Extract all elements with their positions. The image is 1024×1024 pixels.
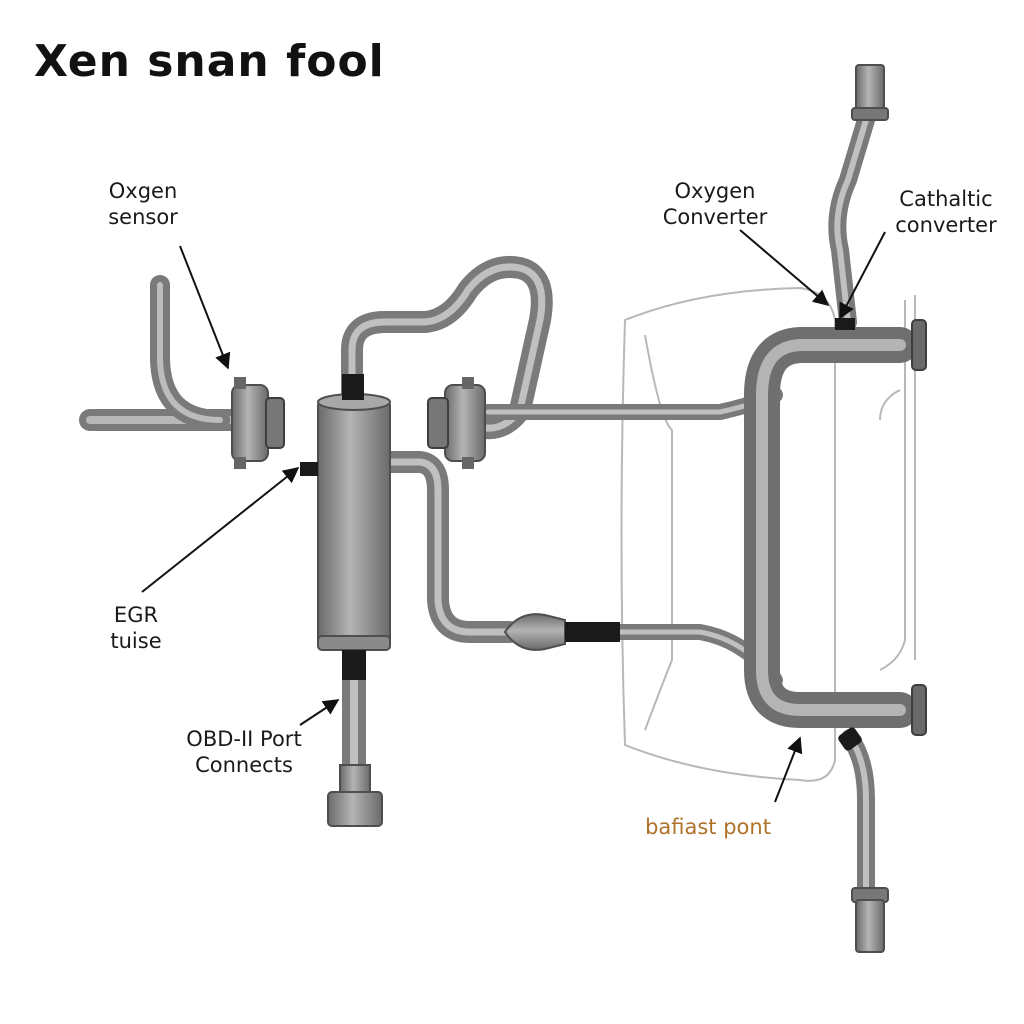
obd-leader	[299, 699, 340, 726]
egr-leader	[141, 467, 300, 593]
pipe-network	[79, 91, 918, 899]
lower-bent-pipe	[379, 451, 521, 643]
label-cathaltic-converter: Cathaltic converter	[895, 187, 997, 237]
oxygen-converter-leader	[739, 229, 830, 307]
right-flange	[427, 377, 486, 469]
egr-canister	[300, 374, 391, 680]
leader-lines	[141, 229, 886, 803]
pipe-tips	[327, 64, 889, 953]
main-u-pipe	[744, 327, 918, 728]
label-oxygen-sensor: Oxgen sensor	[108, 179, 178, 229]
bafiast-leader	[774, 736, 803, 803]
label-egr: EGR tuise	[110, 603, 162, 653]
oxygen-sensor-leader	[179, 245, 231, 370]
label-oxygen-converter: Oxygen Converter	[662, 179, 768, 229]
label-obd-port: OBD-II Port Connects	[186, 727, 302, 777]
small-converter	[503, 613, 620, 651]
page-title: Xen snan fool	[34, 36, 385, 87]
oxygen-sensor-flange	[231, 377, 285, 469]
label-bafiast-pont: bafiast pont	[645, 815, 771, 839]
cathaltic-leader	[839, 231, 886, 320]
right-end-flanges	[835, 318, 927, 751]
